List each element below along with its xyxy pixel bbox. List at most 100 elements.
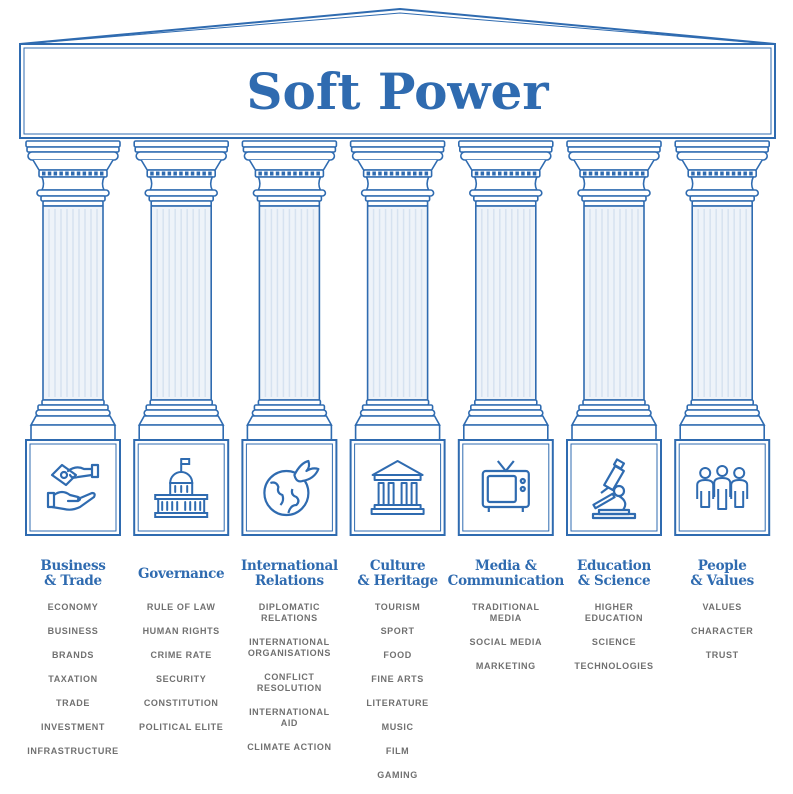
museum-icon: [370, 460, 425, 515]
entablature-inner: [23, 47, 772, 135]
handshake-money-icon: [46, 463, 100, 511]
pillar: [133, 140, 230, 536]
pillar-item: POLITICAL ELITE: [139, 722, 224, 732]
bead: [737, 171, 742, 176]
base-block: [462, 424, 549, 441]
bead: [304, 171, 309, 176]
page-title: Soft Power: [246, 61, 549, 121]
pillar-item: SPORT: [380, 626, 415, 636]
pillar-item: TECHNOLOGIES: [574, 661, 654, 671]
pillar: [457, 140, 554, 536]
pillar-item: CONSTITUTION: [143, 698, 219, 708]
pillar-item: FILM: [385, 746, 410, 756]
bead: [498, 171, 502, 176]
pillar-item: TRADE: [56, 698, 90, 708]
capital-ring: [685, 189, 760, 197]
bead: [258, 171, 262, 176]
pillar-item: TRUST: [705, 650, 739, 660]
bead: [515, 171, 519, 176]
bead: [702, 171, 707, 176]
pediment-roof: [19, 8, 776, 45]
base-torus: [467, 409, 544, 417]
bead: [389, 171, 394, 176]
plinth-box: [25, 439, 121, 536]
pillar-item: FOOD: [383, 650, 412, 660]
capital-echinus: [248, 159, 331, 171]
bead: [503, 171, 508, 176]
plinth-inner: [462, 443, 550, 532]
bead: [185, 171, 189, 176]
plinth-inner: [29, 443, 117, 532]
bead: [424, 171, 429, 176]
bead: [310, 171, 315, 176]
base-torus: [684, 409, 761, 417]
bead: [714, 171, 718, 176]
base-block: [138, 424, 224, 441]
base-torus: [359, 409, 436, 417]
capital-echinus: [681, 159, 763, 171]
pillar-item: ECONOMY: [47, 602, 99, 612]
bead: [173, 171, 177, 176]
bead: [418, 171, 423, 176]
capital-abacus: [25, 140, 121, 148]
bead: [635, 171, 639, 176]
capitol-building-icon: [154, 458, 209, 518]
bead: [316, 171, 320, 176]
bead: [378, 171, 382, 176]
bead: [509, 171, 514, 176]
bead: [749, 171, 753, 176]
pillar-item: FINE ARTS: [371, 674, 424, 684]
base-slope: [462, 415, 550, 426]
bead: [65, 171, 69, 176]
capital-bell: [581, 176, 647, 191]
bead: [281, 171, 286, 176]
plinth-inner: [678, 443, 766, 532]
bead: [600, 171, 604, 176]
pillar-item: CONFLICT RESOLUTION: [256, 672, 322, 693]
bead: [612, 171, 616, 176]
base-torus: [35, 409, 111, 417]
bead: [287, 171, 291, 176]
capital-echinus: [573, 159, 655, 171]
pillar-item: DIPLOMATIC RELATIONS: [258, 602, 321, 623]
bead: [474, 171, 479, 176]
bead: [161, 171, 166, 176]
bead: [743, 171, 747, 176]
people-group-icon: [696, 465, 749, 510]
bead: [606, 171, 610, 176]
plinth-box: [349, 439, 446, 536]
pillar-item: INTERNATIONAL AID: [249, 707, 330, 728]
base-block: [679, 424, 766, 441]
pillar-item: RULE OF LAW: [146, 602, 216, 612]
bead: [641, 171, 645, 176]
bead: [726, 171, 730, 176]
bead: [208, 171, 212, 176]
pillar-item: SOCIAL MEDIA: [469, 637, 543, 647]
pillar: [674, 140, 771, 536]
pillar-item: TAXATION: [48, 674, 98, 684]
capital-bell: [148, 176, 214, 191]
bead: [82, 171, 87, 176]
bead: [264, 171, 268, 176]
pillar: [349, 140, 446, 536]
television-icon: [481, 460, 530, 512]
base-slope: [137, 415, 225, 426]
bead: [617, 171, 622, 176]
base-torus: [576, 409, 652, 417]
capital-abacus: [133, 140, 229, 148]
pillar: [566, 140, 662, 536]
bead: [202, 171, 206, 176]
pillar-item: HUMAN RIGHTS: [142, 626, 220, 636]
bead: [413, 171, 417, 176]
bead: [100, 171, 104, 176]
bead: [395, 171, 400, 176]
bead: [196, 171, 201, 176]
base-block: [571, 424, 657, 441]
base-slope: [570, 415, 658, 426]
pillar-item: HIGHER EDUCATION: [584, 602, 644, 623]
capital-ring: [468, 189, 543, 197]
